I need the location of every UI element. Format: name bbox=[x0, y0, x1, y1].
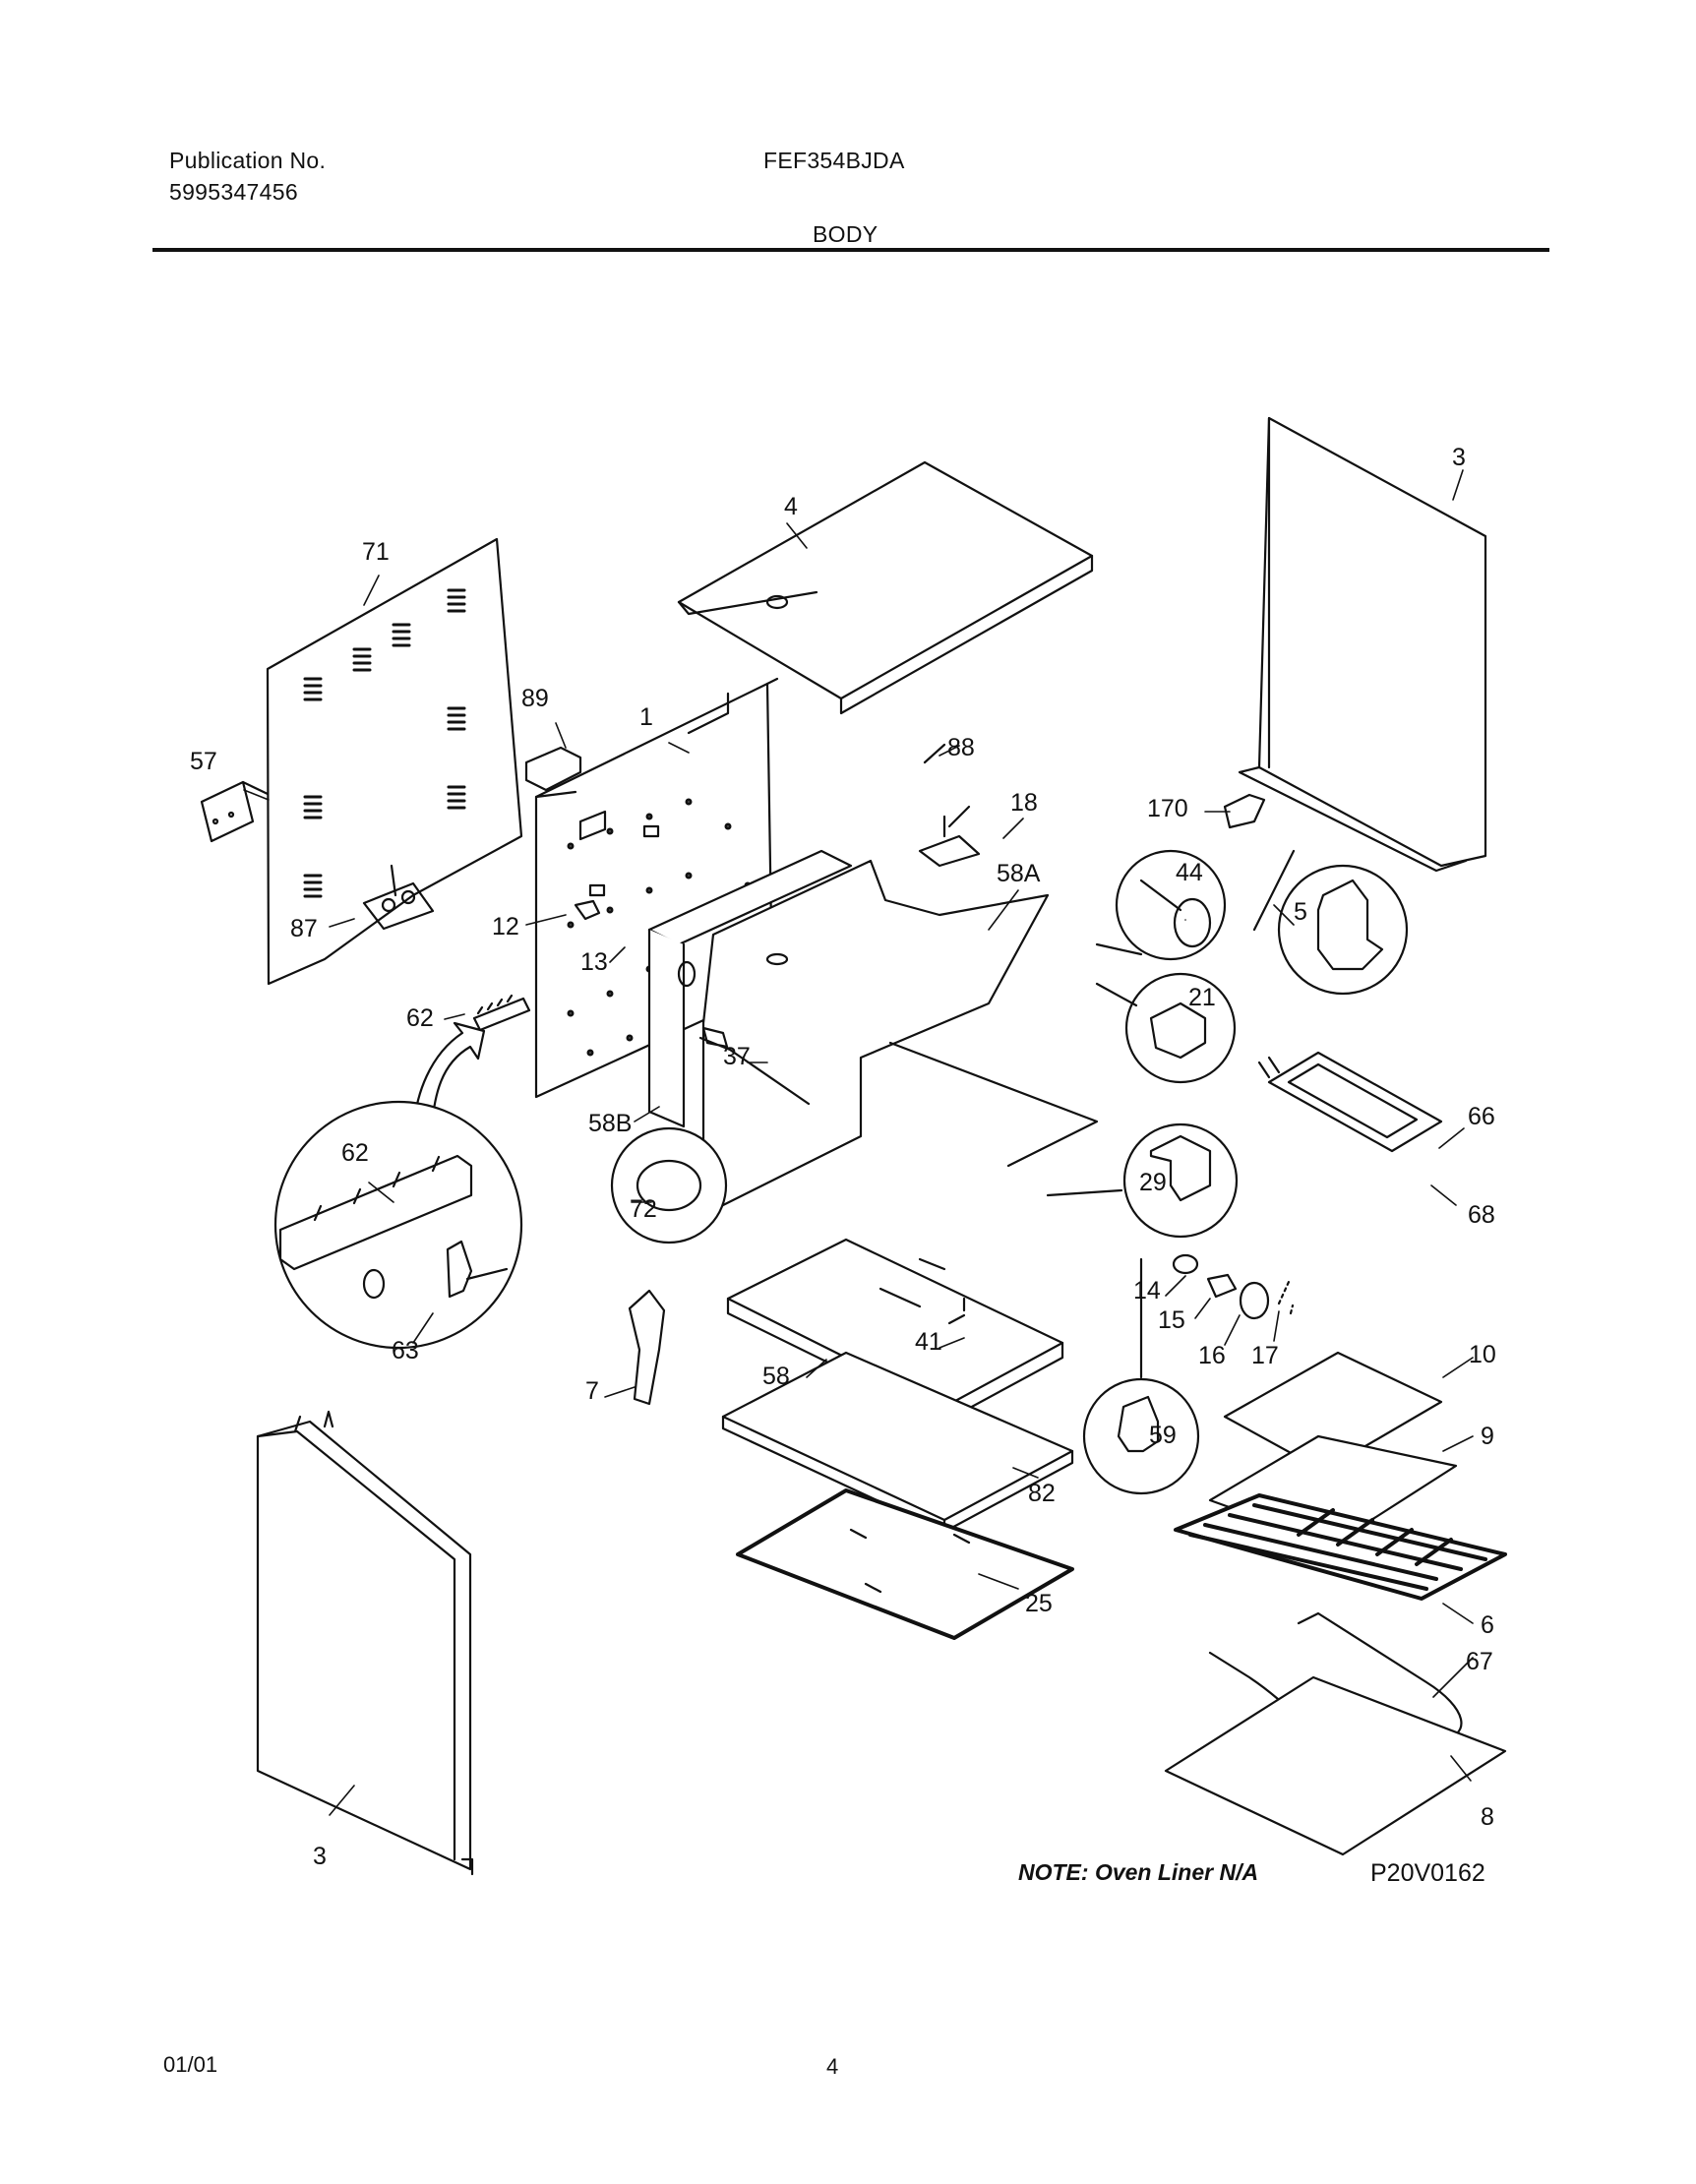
broil-element-66 bbox=[1257, 1051, 1443, 1153]
callout-89: 89 bbox=[521, 685, 549, 712]
bracket-18 bbox=[918, 805, 981, 868]
hinge-7 bbox=[628, 1289, 666, 1406]
callout-63: 63 bbox=[392, 1337, 419, 1365]
detail-circle-5 bbox=[1252, 849, 1409, 996]
sensor-37 bbox=[698, 1026, 811, 1106]
figure-id: P20V0162 bbox=[1370, 1859, 1485, 1887]
callout-15: 15 bbox=[1158, 1306, 1185, 1334]
callout-44: 44 bbox=[1176, 859, 1203, 886]
part-17 bbox=[1277, 1280, 1295, 1315]
callout-71: 71 bbox=[362, 538, 390, 566]
callout-66: 66 bbox=[1468, 1103, 1495, 1130]
rear-panel-71 bbox=[266, 537, 523, 986]
oven-bottom-8 bbox=[1164, 1675, 1507, 1856]
callout-4: 4 bbox=[784, 493, 798, 520]
oven-wrapper-58A-58B bbox=[647, 849, 1099, 1217]
callout-82: 82 bbox=[1028, 1480, 1056, 1507]
callout-29: 29 bbox=[1139, 1169, 1167, 1196]
callout-58A: 58A bbox=[997, 860, 1041, 887]
screw-12 bbox=[574, 899, 601, 921]
leader-lines bbox=[243, 469, 1474, 1816]
callout-170: 170 bbox=[1147, 795, 1188, 822]
callout-58B: 58B bbox=[588, 1110, 632, 1137]
header-rule bbox=[152, 248, 1549, 252]
detail-circle-72 bbox=[610, 1126, 728, 1244]
callout-12: 12 bbox=[492, 913, 519, 940]
publication-date: 01/01 bbox=[163, 2052, 218, 2077]
callout-5: 5 bbox=[1294, 898, 1307, 926]
callout-9: 9 bbox=[1481, 1423, 1494, 1450]
section-title: BODY bbox=[813, 221, 878, 247]
publication-label: Publication No. bbox=[169, 148, 327, 173]
callout-58: 58 bbox=[762, 1363, 790, 1390]
drawer-bottom-25 bbox=[736, 1488, 1074, 1640]
terminal-170 bbox=[1223, 793, 1266, 829]
callout-21: 21 bbox=[1188, 984, 1216, 1011]
bracket-89 bbox=[524, 746, 582, 792]
detail-circle-59 bbox=[1082, 1257, 1200, 1495]
callout-10: 10 bbox=[1469, 1341, 1496, 1368]
model-number: FEF354BJDA bbox=[763, 148, 905, 173]
side-panel-3-right bbox=[1238, 416, 1487, 873]
callout-14: 14 bbox=[1133, 1277, 1161, 1304]
oven-liner-note: NOTE: Oven Liner N/A bbox=[1018, 1859, 1259, 1885]
callout-62b: 62 bbox=[341, 1139, 369, 1167]
oven-rack-6 bbox=[1174, 1493, 1507, 1601]
callout-3-left: 3 bbox=[313, 1843, 327, 1870]
callout-87: 87 bbox=[290, 915, 318, 942]
detail-circle-44 bbox=[1095, 849, 1227, 961]
terminal-block-62 bbox=[472, 994, 531, 1032]
callout-72: 72 bbox=[630, 1195, 657, 1223]
lamp-15 bbox=[1206, 1273, 1238, 1299]
callout-68: 68 bbox=[1468, 1201, 1495, 1229]
callout-88: 88 bbox=[947, 734, 975, 761]
lamp-cover-16 bbox=[1239, 1281, 1270, 1320]
lamp-socket-14 bbox=[1172, 1253, 1199, 1275]
side-panel-3-left bbox=[256, 1410, 474, 1876]
callout-25: 25 bbox=[1025, 1590, 1053, 1617]
callout-6: 6 bbox=[1481, 1611, 1494, 1639]
callout-3-right: 3 bbox=[1452, 444, 1466, 471]
callout-17: 17 bbox=[1251, 1342, 1279, 1369]
callout-18: 18 bbox=[1010, 789, 1038, 817]
bracket-57 bbox=[200, 780, 270, 843]
callout-37: 37 bbox=[723, 1043, 751, 1070]
callout-13: 13 bbox=[580, 948, 608, 976]
page-number: 4 bbox=[826, 2054, 839, 2079]
detail-circle-62-63 bbox=[273, 1100, 523, 1350]
callout-41: 41 bbox=[915, 1328, 942, 1356]
callout-57: 57 bbox=[190, 748, 217, 775]
callout-16: 16 bbox=[1198, 1342, 1226, 1369]
callout-62a: 62 bbox=[406, 1004, 434, 1032]
clip-88 bbox=[923, 743, 946, 764]
top-panel-4 bbox=[677, 460, 1094, 715]
callout-59: 59 bbox=[1149, 1422, 1177, 1449]
callout-7: 7 bbox=[585, 1377, 599, 1405]
callout-67: 67 bbox=[1466, 1648, 1493, 1675]
detail-circle-21 bbox=[1095, 972, 1237, 1084]
callout-1: 1 bbox=[639, 703, 653, 731]
callout-8: 8 bbox=[1481, 1803, 1494, 1831]
detail-circle-29 bbox=[1046, 1122, 1239, 1239]
publication-number: 5995347456 bbox=[169, 179, 298, 205]
